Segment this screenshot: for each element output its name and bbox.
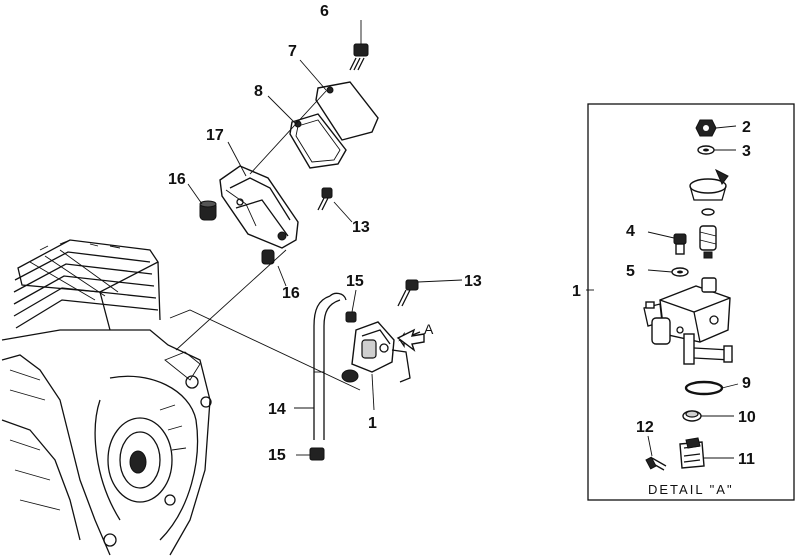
sediment-bowl-11-icon <box>679 437 705 469</box>
o-ring-9-icon <box>684 380 724 396</box>
detail-caption: DETAIL "A" <box>648 482 734 497</box>
callout-1-main: 1 <box>368 415 377 432</box>
main-callouts: 6 7 8 17 16 13 16 15 13 A 1 14 15 <box>168 3 482 464</box>
washer-5-icon <box>671 267 689 277</box>
callout-14: 14 <box>268 401 286 418</box>
callout-3: 3 <box>742 143 751 160</box>
fuel-hose-14-icon <box>309 292 347 461</box>
callout-7: 7 <box>288 43 297 60</box>
callout-12: 12 <box>636 419 654 436</box>
breather-cover-assembly <box>199 20 379 265</box>
engine-illustration <box>1 239 212 556</box>
screw-4-icon <box>673 233 687 255</box>
view-ref-a: A <box>424 321 434 337</box>
fuel-cock-main-icon <box>341 279 425 383</box>
view-arrow-a-icon <box>396 328 425 352</box>
callout-6: 6 <box>320 3 329 20</box>
filter-screen-10-icon <box>682 410 702 422</box>
callout-9: 9 <box>742 375 751 392</box>
fuel-cock-body-icon <box>643 277 733 365</box>
washer-3-icon <box>697 145 715 155</box>
callout-5: 5 <box>626 263 635 280</box>
bolt-6-icon <box>349 20 369 71</box>
cylinder-fins <box>13 239 161 331</box>
callout-13-upper: 13 <box>352 219 370 236</box>
callout-15-lower: 15 <box>268 447 286 464</box>
callout-16-right: 16 <box>282 285 300 302</box>
callout-11: 11 <box>738 451 755 468</box>
crankcase <box>1 329 212 556</box>
leader-lines <box>169 59 463 456</box>
nut-2-icon <box>695 119 717 137</box>
grommet-16-left-icon <box>199 200 217 221</box>
callout-15-upper: 15 <box>346 273 364 290</box>
grommet-16-right-icon <box>261 249 275 265</box>
lever-plate-icon <box>689 168 729 216</box>
callout-13-lower: 13 <box>464 273 482 290</box>
callout-8: 8 <box>254 83 263 100</box>
callout-16-left: 16 <box>168 171 186 188</box>
callout-1-detail: 1 <box>572 283 581 300</box>
pin-12-icon <box>645 456 667 471</box>
callout-4: 4 <box>626 223 635 240</box>
valve-spring-icon <box>699 225 717 259</box>
callout-10: 10 <box>738 409 756 426</box>
callout-2: 2 <box>742 119 751 136</box>
breather-case-17-icon <box>219 165 299 249</box>
bolt-13-upper-icon <box>317 187 333 211</box>
callout-17: 17 <box>206 127 224 144</box>
detail-a-panel: 1 2 3 4 5 9 10 11 12 DETAIL "A" <box>572 103 795 501</box>
cover-plate-7-icon <box>315 81 379 141</box>
